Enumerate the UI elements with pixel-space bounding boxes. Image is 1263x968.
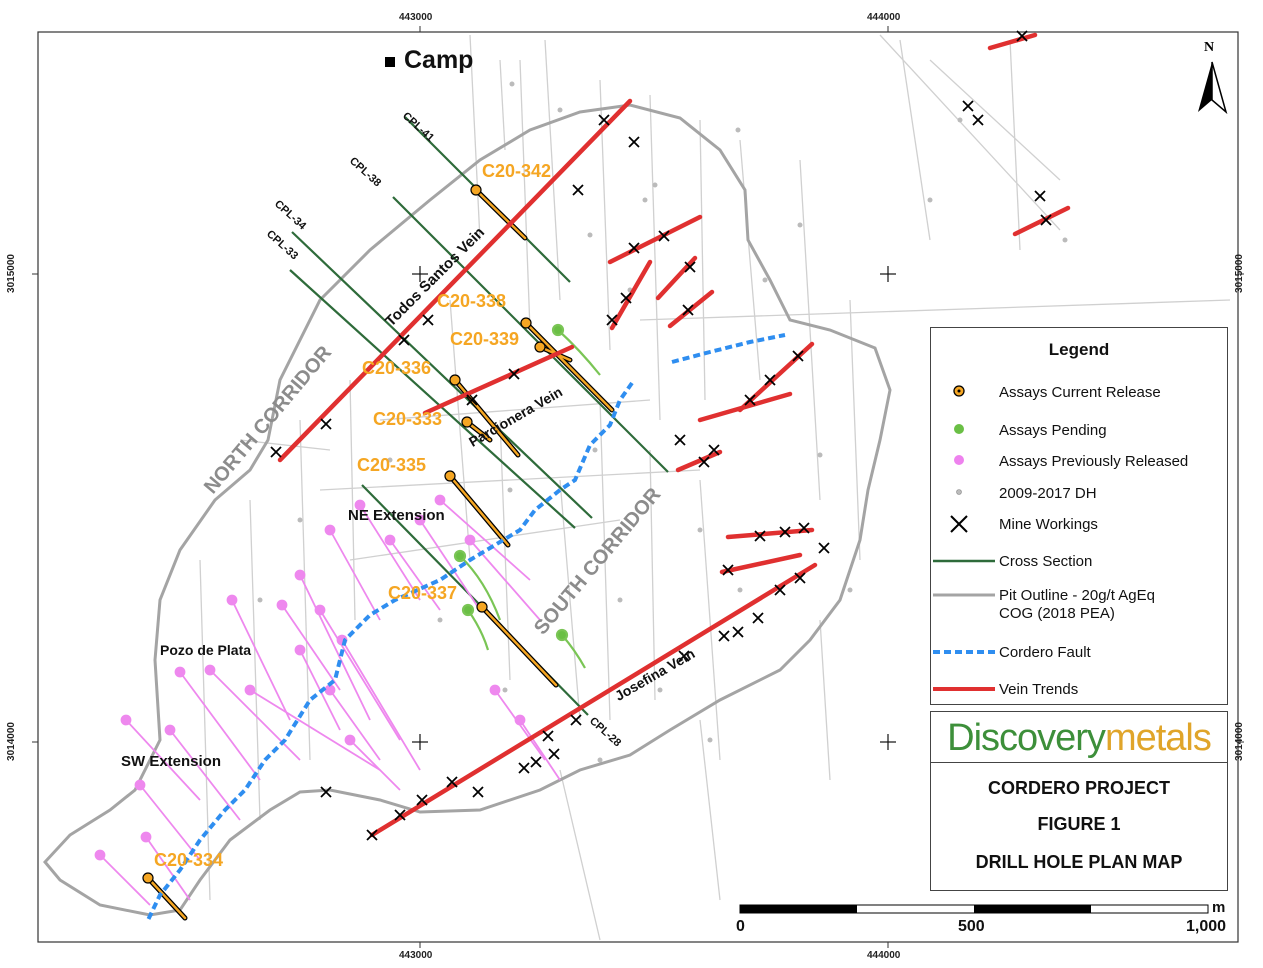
mine-workings-icon <box>950 515 968 533</box>
historic-dh-collars <box>257 81 1068 763</box>
legend-item-previous: Assays Previously Released <box>931 451 1227 473</box>
legend-item-pending: Assays Pending <box>931 420 1227 442</box>
vein-trends-icon <box>933 687 995 691</box>
cordero-fault <box>146 381 634 921</box>
grid-label-x-443000-top: 443000 <box>399 12 433 23</box>
sw-extension-label: SW Extension <box>121 753 222 770</box>
pit-outline-icon <box>933 593 995 597</box>
project-title: CORDERO PROJECT <box>987 778 1171 798</box>
pozo-de-plata-label: Pozo de Plata <box>160 642 252 658</box>
legend-title: Legend <box>1048 340 1110 359</box>
pending-icon <box>954 424 964 434</box>
cross-section-icon <box>933 559 995 563</box>
figure-title: DRILL HOLE PLAN MAP <box>975 852 1183 872</box>
previous-assays <box>94 494 561 906</box>
cross-section-cpl-33 <box>289 269 576 529</box>
north-arrow-icon <box>1198 61 1228 115</box>
hole-label-c20-337: C20-337 <box>388 583 458 603</box>
company-logo: Discoverymetals <box>947 717 1212 759</box>
mine-workings <box>270 30 1052 841</box>
figure-number: FIGURE 1 <box>1037 814 1121 834</box>
hole-label-c20-339: C20-339 <box>450 329 520 349</box>
hole-label-c20-334: C20-334 <box>154 850 224 870</box>
cordero-fault-east <box>671 333 786 364</box>
scale-bar-label-1000: 1,000 <box>1186 918 1227 935</box>
grid-label-x-444000-bottom: 444000 <box>867 950 901 961</box>
hole-label-c20-338: C20-338 <box>437 291 507 311</box>
legend-item-mine-workings: Mine Workings <box>931 514 1227 536</box>
title-separator <box>931 762 1227 763</box>
camp-icon <box>385 57 395 67</box>
hole-label-c20-342: C20-342 <box>482 161 552 181</box>
cross-section-cpl-34 <box>291 231 593 519</box>
hole-label-c20-335: C20-335 <box>357 455 427 475</box>
pit-outline <box>43 103 892 917</box>
grid-label-y-3014000-left: 3014000 <box>5 722 17 761</box>
grid-label-y-3015000-left: 3015000 <box>5 254 17 293</box>
historic-drill-traces <box>199 34 1231 941</box>
north-arrow-label: N <box>1204 40 1215 55</box>
current-release-icon <box>953 385 965 397</box>
legend-item-historic-dh: 2009-2017 DH <box>931 483 1227 505</box>
todos-santos-vein <box>277 98 633 463</box>
legend-item-current-release: Assays Current Release <box>931 382 1227 404</box>
legend-item-vein-trends: Vein Trends <box>931 679 1227 701</box>
josefina-vein <box>369 562 818 838</box>
scale-bar <box>739 904 1209 914</box>
current-assays <box>142 184 615 921</box>
ne-extension-label: NE Extension <box>348 507 445 524</box>
legend-item-cordero-fault: Cordero Fault <box>931 642 1227 664</box>
cross-section-cpl-38 <box>392 196 669 473</box>
parcionera-vein <box>422 344 575 416</box>
legend-item-pit-outline: Pit Outline - 20g/t AgEq COG (2018 PEA) <box>931 585 1227 625</box>
pending-assays <box>453 323 601 669</box>
grid-label-y-3015000-right: 3015000 <box>1233 254 1245 293</box>
hole-label-c20-333: C20-333 <box>373 409 443 429</box>
previous-release-icon <box>954 455 964 465</box>
scale-bar-label-500: 500 <box>958 918 985 935</box>
grid-crosses <box>412 266 896 750</box>
historic-dh-icon <box>956 489 962 495</box>
grid-label-y-3014000-right: 3014000 <box>1233 722 1245 761</box>
vein-trends <box>277 32 1071 838</box>
frame-ticks <box>32 26 1244 948</box>
title-block: Discoverymetals CORDERO PROJECT FIGURE 1… <box>930 711 1228 891</box>
camp-label: Camp <box>404 46 474 74</box>
hole-label-c20-336: C20-336 <box>362 358 432 378</box>
scale-bar-label-0: 0 <box>736 918 745 935</box>
cordero-fault-icon <box>933 650 995 654</box>
scale-bar-unit: m <box>1212 899 1226 916</box>
grid-label-x-443000-bottom: 443000 <box>399 950 433 961</box>
legend-item-cross-section: Cross Section <box>931 551 1227 573</box>
legend: Legend Assays Current Release Assays Pen… <box>930 327 1228 705</box>
grid-label-x-444000-top: 444000 <box>867 12 901 23</box>
